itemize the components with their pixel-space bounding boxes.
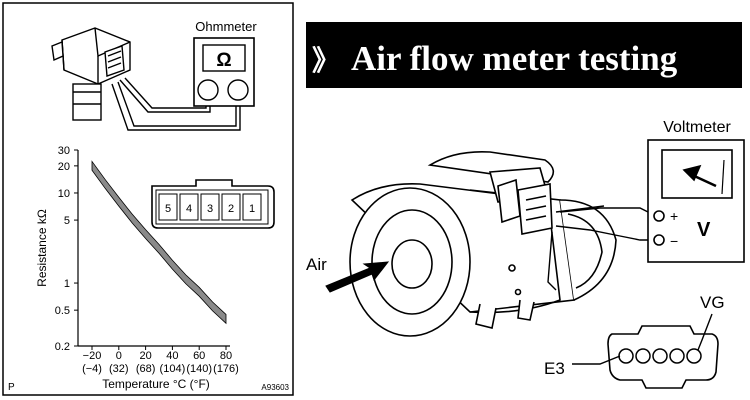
- x-tick-label-fahrenheit: (140): [186, 363, 212, 375]
- voltmeter-terminal-minus: [653, 234, 665, 246]
- e3-label: E3: [544, 359, 565, 378]
- ohm-symbol-icon: Ω: [216, 50, 231, 71]
- voltmeter-needle-arrow-icon: [682, 164, 702, 182]
- terminal-pins: [618, 348, 702, 364]
- connector-pin-label: 5: [165, 203, 171, 215]
- x-tick-label: 60: [193, 350, 205, 362]
- banner-arrow-icon: 》: [312, 45, 340, 77]
- x-tick-label: 0: [116, 350, 122, 362]
- connector-pin-cell: [242, 193, 262, 221]
- plus-label: +: [670, 208, 678, 224]
- minus-label: −: [670, 233, 678, 249]
- y-tick-label: 0.5: [55, 305, 70, 317]
- connector-pin-label: 1: [249, 203, 255, 215]
- y-tick-label: 10: [58, 188, 70, 200]
- y-tick-label: 5: [64, 215, 70, 227]
- chart-axes: [77, 150, 230, 347]
- figure-code: A93603: [261, 383, 289, 392]
- connector-pin-cell: [158, 193, 178, 221]
- title-banner: 》 Air flow meter testing: [306, 22, 742, 88]
- corner-letter: P: [8, 382, 15, 393]
- x-tick-label-fahrenheit: (68): [136, 363, 156, 375]
- right-panel: 》 Air flow meter testing: [306, 22, 745, 389]
- connector-pin-label: 4: [186, 203, 192, 215]
- connector-pin-cell: [221, 193, 241, 221]
- air-label: Air: [306, 255, 327, 274]
- x-tick-label-fahrenheit: (32): [109, 363, 129, 375]
- ohmmeter-terminal-right: [227, 79, 249, 101]
- x-tick-label-fahrenheit: (176): [213, 363, 239, 375]
- resistance-band: [91, 160, 227, 325]
- x-axis-title: Temperature °C (°F): [102, 377, 210, 391]
- banner-background: [306, 22, 742, 88]
- banner-title: Air flow meter testing: [351, 39, 678, 78]
- connector-pointer-lines: [572, 313, 713, 365]
- terminal-pin: [652, 348, 668, 364]
- ohmmeter-terminal-left: [197, 79, 219, 101]
- connector-pin-cell: [179, 193, 199, 221]
- y-tick-label: 0.2: [55, 341, 70, 353]
- vg-label: VG: [700, 293, 725, 312]
- y-tick-label: 1: [64, 278, 70, 290]
- ohmmeter-label: Ohmmeter: [195, 19, 257, 34]
- x-tick-label: 20: [139, 350, 151, 362]
- air-arrow-icon: [325, 261, 390, 293]
- v-symbol: V: [697, 219, 711, 241]
- intake-hub: [391, 239, 433, 289]
- y-tick-label: 30: [58, 145, 70, 157]
- airflow-meter-drawing: [349, 150, 617, 337]
- x-tick-label-fahrenheit: (−4): [82, 363, 102, 375]
- x-tick-label: 40: [166, 350, 178, 362]
- connector-pin-label: 3: [207, 203, 213, 215]
- airflow-sensor-drawing: [51, 27, 131, 121]
- terminal-pin: [635, 348, 651, 364]
- y-axis-title: Resistance kΩ: [35, 209, 49, 287]
- connector-pin-label: 2: [228, 203, 234, 215]
- y-tick-label: 20: [58, 161, 70, 173]
- voltmeter-probe-leads: [547, 205, 653, 291]
- terminal-pin: [669, 348, 685, 364]
- x-tick-label: 80: [220, 350, 232, 362]
- connector-pin-cell: [200, 193, 220, 221]
- terminal-pin: [618, 348, 634, 364]
- voltmeter-terminal-plus: [653, 210, 665, 222]
- x-tick-label-fahrenheit: (104): [160, 363, 186, 375]
- voltmeter-device: [647, 139, 745, 263]
- ohmmeter-device: Ω: [193, 37, 255, 107]
- voltmeter-label: Voltmeter: [663, 119, 731, 136]
- terminal-pin: [686, 348, 702, 364]
- x-tick-label: −20: [83, 350, 102, 362]
- left-panel: Ohmmeter Ω 5 4 3 2 1 30 20 10 5 1 0.5 0.2 −20(−4) 0…: [2, 2, 294, 396]
- connector-pin-diagram: 5 4 3 2 1: [151, 179, 275, 229]
